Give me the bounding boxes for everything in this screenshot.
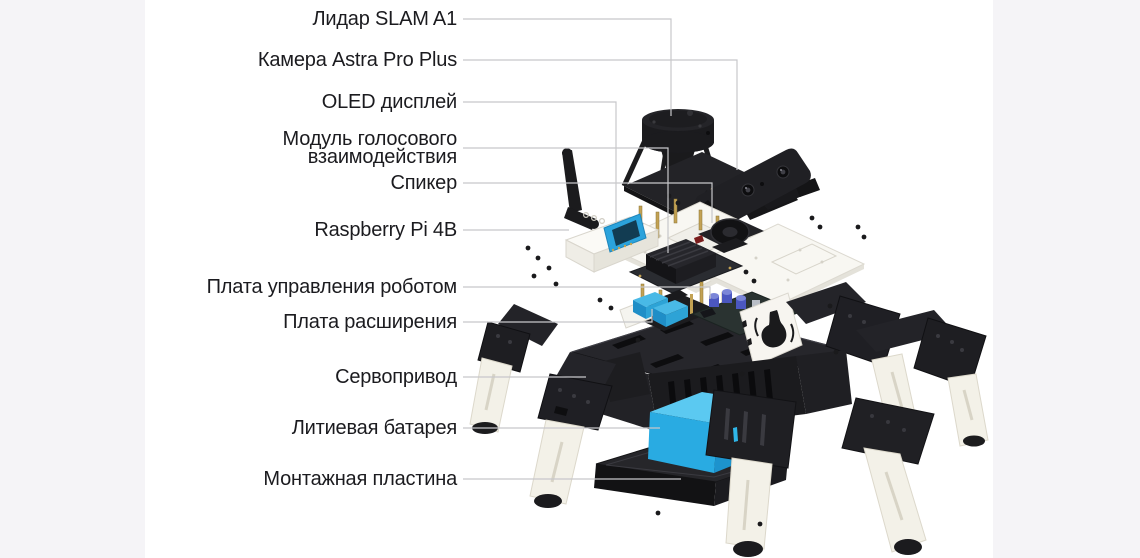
label-mounting-plate: Монтажная пластина [263,468,457,490]
servo-part [529,352,616,508]
capacitors [709,289,746,309]
logo-panel [739,292,803,367]
label-control-board: Плата управления роботом [206,276,458,298]
antenna-part [562,148,599,230]
leader-line-lidar [463,18,672,116]
servo-b [653,300,688,327]
leg-right-middle [856,310,989,447]
leader-lines [463,18,738,480]
leader-line-control-board [463,286,711,299]
label-speaker: Спикер [390,172,458,194]
camera-part [695,148,820,228]
voice-module-part [628,239,744,294]
lidar-part [642,109,714,153]
leader-line-voice-module [463,147,669,253]
brand-logo-icon [761,310,787,348]
chassis-mid-plate [688,223,866,311]
leader-line-oled [463,101,617,223]
label-lidar: Лидар SLAM A1 [312,8,457,30]
robot-parts [469,109,989,557]
label-oled-display: OLED дисплей [321,91,457,113]
label-battery: Литиевая батарея [291,417,457,439]
oled-part [603,213,647,253]
leg-front-right [841,397,935,555]
speaker-part [694,218,764,253]
leader-line-camera [463,59,738,170]
label-camera: Камера Astra Pro Plus [257,49,457,71]
label-raspberry-pi: Raspberry Pi 4B [314,219,457,241]
label-servo: Сервопривод [335,366,457,388]
label-expansion-board: Плата расширения [283,311,457,333]
leader-line-speaker [463,182,713,223]
leader-line-expansion-board [463,309,653,323]
label-voice-module: Модуль голосового взаимодействия [282,128,458,168]
screws [525,193,867,527]
